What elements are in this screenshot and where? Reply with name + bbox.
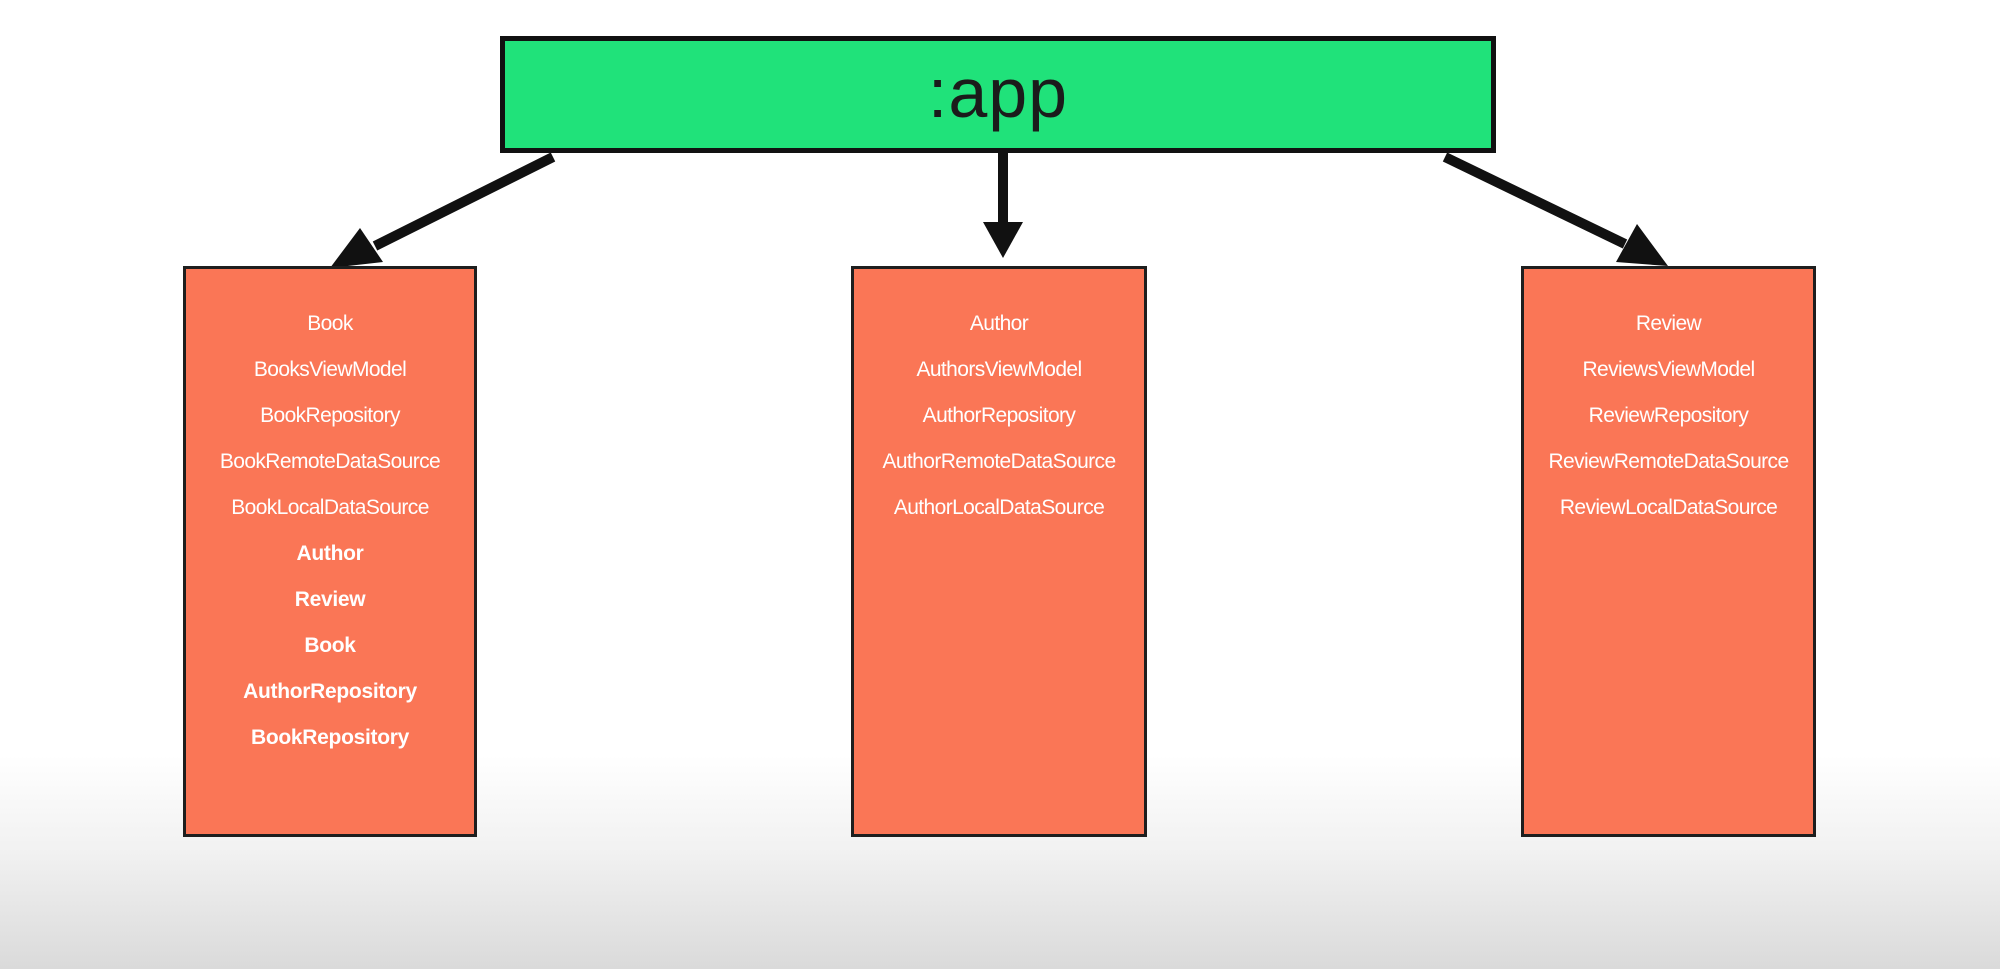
module-item: BookRemoteDataSource <box>219 450 441 473</box>
book-module-box: Book BooksViewModel BookRepository BookR… <box>183 266 477 837</box>
review-module-box: Review ReviewsViewModel ReviewRepository… <box>1521 266 1816 837</box>
module-item: AuthorRepository <box>922 404 1076 427</box>
module-item: ReviewsViewModel <box>1582 358 1755 381</box>
module-item: Book <box>307 312 353 335</box>
module-item-bold: AuthorRepository <box>243 680 417 703</box>
module-item: Review <box>1635 312 1702 335</box>
module-item: Author <box>969 312 1029 335</box>
module-item: ReviewRemoteDataSource <box>1548 450 1789 473</box>
module-item: AuthorRemoteDataSource <box>882 450 1116 473</box>
module-item: ReviewLocalDataSource <box>1559 496 1778 519</box>
module-item: AuthorsViewModel <box>916 358 1082 381</box>
module-item: AuthorLocalDataSource <box>893 496 1105 519</box>
arrow-to-book-module <box>330 152 556 268</box>
app-module-box: :app <box>500 36 1496 153</box>
module-item: BookRepository <box>260 404 400 427</box>
app-module-label: :app <box>927 53 1069 132</box>
module-item-bold: Author <box>296 542 364 565</box>
module-item-bold: Review <box>294 588 366 611</box>
module-item: BooksViewModel <box>253 358 407 381</box>
module-item-bold: BookRepository <box>251 726 409 749</box>
arrow-to-review-module <box>1442 152 1668 266</box>
module-item-bold: Book <box>304 634 356 657</box>
author-module-box: Author AuthorsViewModel AuthorRepository… <box>851 266 1147 837</box>
module-item: ReviewRepository <box>1588 404 1749 427</box>
arrow-to-author-module <box>983 153 1023 258</box>
module-item: BookLocalDataSource <box>231 496 429 519</box>
